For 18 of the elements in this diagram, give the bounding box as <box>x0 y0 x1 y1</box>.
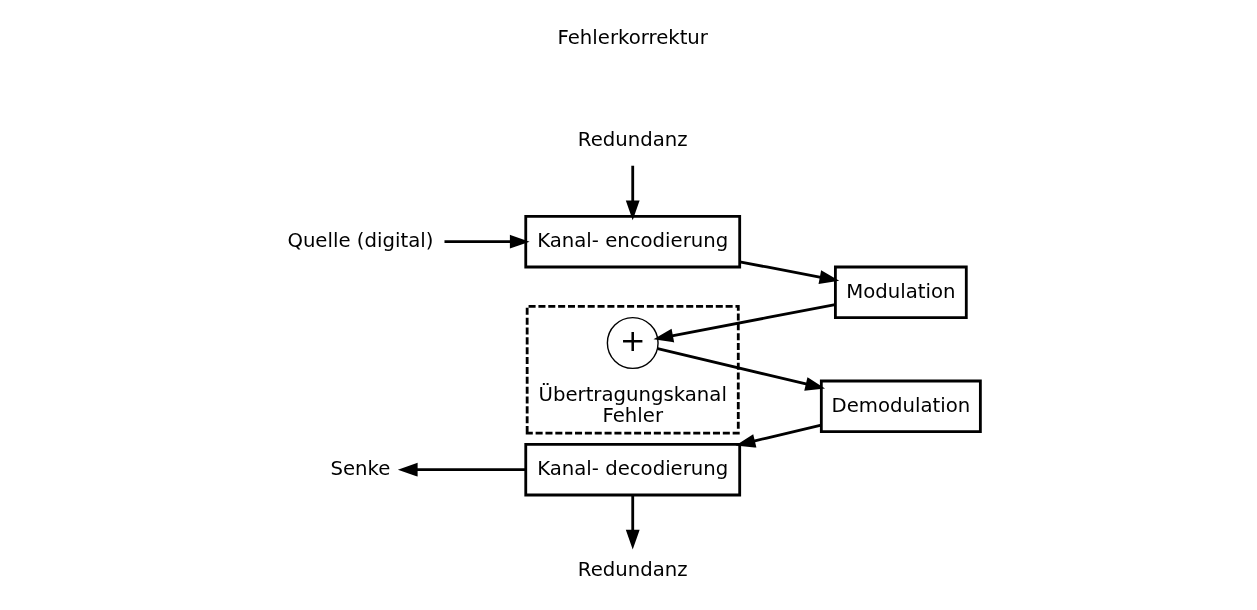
node-text: Senke <box>330 456 391 480</box>
node-circle: + <box>606 316 659 370</box>
label: Fehlerkorrektur <box>557 26 708 50</box>
node-box: Kanal- encodierung <box>524 214 742 269</box>
arrow <box>653 303 836 343</box>
arrow <box>625 495 640 550</box>
arrow <box>625 165 640 221</box>
node-text: Redundanz <box>577 127 688 151</box>
arrow <box>657 347 826 391</box>
node-box: Kanal- decodierung <box>524 442 742 497</box>
arrow <box>397 462 526 477</box>
node-box: Modulation <box>834 265 968 320</box>
arrow <box>444 234 530 249</box>
node-text: Redundanz <box>577 558 688 582</box>
arrow <box>739 260 840 284</box>
node-text: Quelle (digital) <box>287 228 434 252</box>
node-box: Demodulation <box>819 379 982 434</box>
arrow <box>735 423 822 448</box>
